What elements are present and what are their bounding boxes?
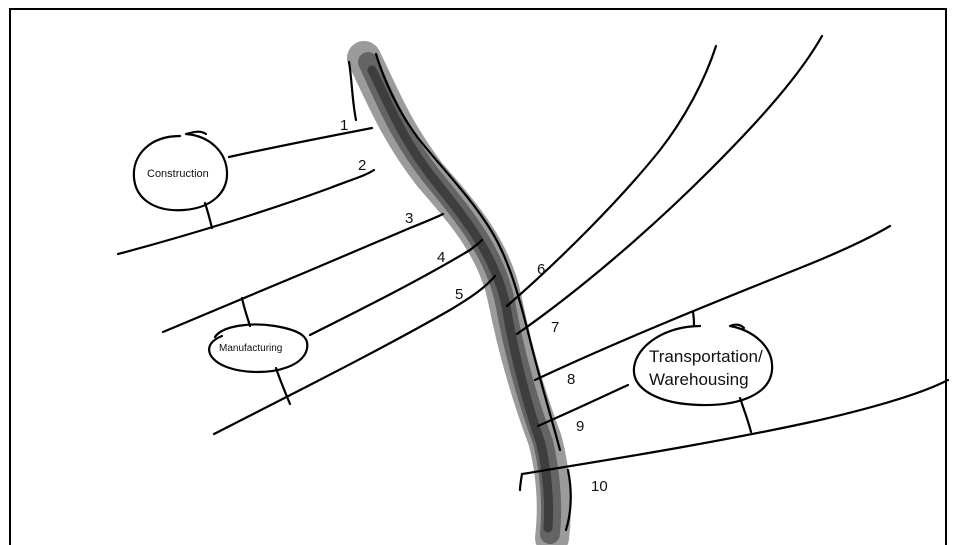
branch-number-8: 8 xyxy=(567,371,575,388)
transportation-tick-top xyxy=(693,312,694,326)
branch-number-9: 9 xyxy=(576,418,584,435)
transportation-label-line1: Transportation/ xyxy=(649,347,763,366)
branch-10-tick xyxy=(520,474,522,490)
transportation-label-line2: Warehousing xyxy=(649,370,749,389)
branch-line-3 xyxy=(163,214,443,332)
branch-line-2 xyxy=(118,170,374,254)
branch-line-7 xyxy=(517,36,822,334)
branch-number-3: 3 xyxy=(405,210,413,227)
construction-tick xyxy=(205,203,212,228)
branch-line-1 xyxy=(229,128,372,157)
right-branches xyxy=(507,36,948,490)
branch-numbers: 1 2 3 4 5 6 7 8 9 10 xyxy=(340,117,608,495)
manufacturing-label: Manufacturing xyxy=(219,343,282,354)
branch-number-1: 1 xyxy=(340,117,348,134)
branch-number-4: 4 xyxy=(437,249,445,266)
construction-label: Construction xyxy=(147,168,209,180)
branch-line-5 xyxy=(214,276,495,434)
manufacturing-tick-top xyxy=(242,298,250,326)
branch-number-7: 7 xyxy=(551,319,559,336)
transportation-tick-bottom xyxy=(740,398,751,432)
branch-number-10: 10 xyxy=(591,478,608,495)
branch-number-5: 5 xyxy=(455,286,463,303)
branch-number-2: 2 xyxy=(358,157,366,174)
branch-number-6: 6 xyxy=(537,261,545,278)
branch-line-10 xyxy=(522,380,948,474)
